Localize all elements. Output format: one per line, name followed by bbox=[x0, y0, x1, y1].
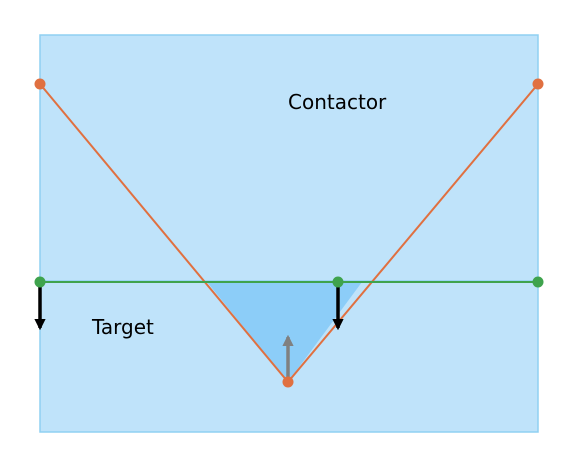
target-label: Target bbox=[91, 315, 154, 339]
contactor-node-tip bbox=[282, 376, 294, 388]
target-node-middle bbox=[332, 276, 344, 288]
contactor-right-edge bbox=[287, 83, 539, 383]
contactor-left-edge bbox=[39, 83, 289, 383]
overlap-region bbox=[207, 282, 362, 382]
contactor-body bbox=[39, 34, 539, 282]
contactor-label: Contactor bbox=[288, 90, 387, 114]
target-node-left bbox=[34, 276, 46, 288]
contactor-node-left bbox=[34, 78, 46, 90]
target-node-right bbox=[532, 276, 544, 288]
contactor-node-right bbox=[532, 78, 544, 90]
